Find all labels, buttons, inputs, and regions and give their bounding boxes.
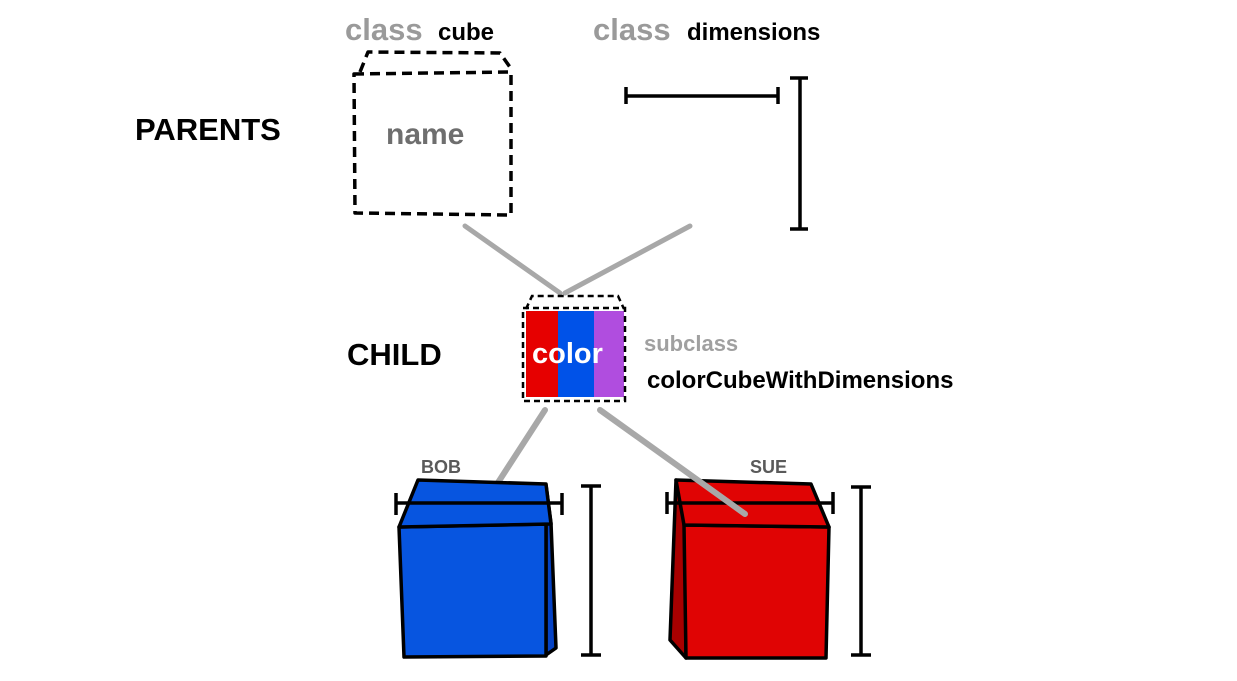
subclass-name: colorCubeWithDimensions <box>647 367 954 394</box>
child-label: CHILD <box>347 337 442 372</box>
bob-height-bar <box>581 484 601 657</box>
connector-cube-to-child <box>462 223 563 296</box>
dimensions-class-bars <box>624 76 808 231</box>
bob-cube <box>397 478 558 659</box>
dimensions-class-name: dimensions <box>687 19 821 46</box>
instance-sue-label: SUE <box>750 457 788 477</box>
cube-name-field: name <box>386 118 465 151</box>
cube-class-name: cube <box>438 19 495 46</box>
color-cube-subclass <box>521 294 627 403</box>
color-stripe-blue <box>558 311 594 397</box>
dimensions-class-keyword: class <box>593 12 671 47</box>
color-stripe-purple <box>594 311 624 397</box>
cube-class-keyword: class <box>345 12 423 47</box>
sue-cube <box>668 478 831 660</box>
subclass-keyword: subclass <box>644 331 739 356</box>
parents-label: PARENTS <box>135 112 281 147</box>
connector-child-to-sue <box>597 407 748 517</box>
color-field-label: color <box>532 338 603 370</box>
cube-class-outline <box>352 50 514 217</box>
connector-dimensions-to-child <box>562 223 693 296</box>
bob-width-bar <box>394 493 564 515</box>
sue-width-bar <box>665 492 835 514</box>
instance-bob-label: BOB <box>421 457 461 477</box>
sue-height-bar <box>851 485 871 657</box>
color-stripe-red <box>526 311 558 397</box>
